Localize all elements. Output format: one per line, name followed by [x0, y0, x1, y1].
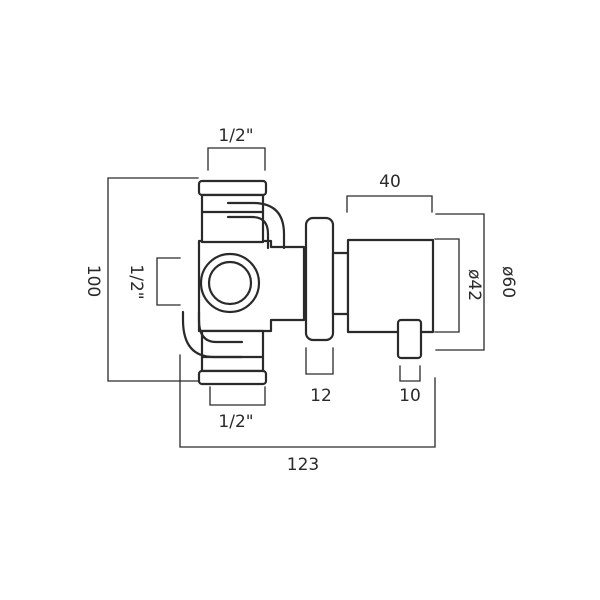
- label-height: 100: [83, 265, 103, 297]
- label-side-inlet: 1/2": [126, 264, 146, 299]
- flange-plate: [304, 216, 335, 342]
- top-inlet-nut: [197, 179, 268, 197]
- label-flange: 12: [310, 386, 332, 406]
- bottom-outlet-nut: [197, 369, 268, 386]
- dim-overall-length: [179, 354, 436, 448]
- dimension-lines: [107, 147, 485, 448]
- label-spindle: 10: [399, 386, 421, 406]
- side-port-inner-ring: [207, 260, 253, 306]
- dim-inner-diameter: [434, 238, 460, 333]
- dim-body-depth: [346, 195, 433, 213]
- dim-spindle: [399, 365, 421, 382]
- label-bottom-outlet: 1/2": [218, 412, 253, 432]
- dim-height: [107, 177, 199, 382]
- control-head: [346, 238, 435, 334]
- spindle: [396, 318, 423, 360]
- label-inner-diameter: ø42: [464, 269, 484, 301]
- upper-elbow-pipe: [226, 201, 286, 250]
- label-top-inlet: 1/2": [218, 126, 253, 146]
- dim-side-inlet: [156, 257, 181, 306]
- lower-elbow-pipe: [181, 310, 244, 359]
- dim-flange: [305, 347, 334, 375]
- label-body-depth: 40: [379, 172, 401, 192]
- dim-outer-diameter: [435, 213, 485, 351]
- valve-body: [181, 179, 435, 386]
- dim-top-inlet: [207, 147, 266, 171]
- bottom-outlet-neck: [200, 329, 265, 373]
- label-outer-diameter: ø60: [498, 266, 518, 298]
- dim-bottom-outlet: [209, 386, 266, 406]
- dimension-labels: 1/2" 1/2" 1/2" 100 40 12 10 123 ø42 ø60: [83, 126, 518, 475]
- spacer-collar: [331, 251, 350, 316]
- label-overall-length: 123: [287, 455, 319, 475]
